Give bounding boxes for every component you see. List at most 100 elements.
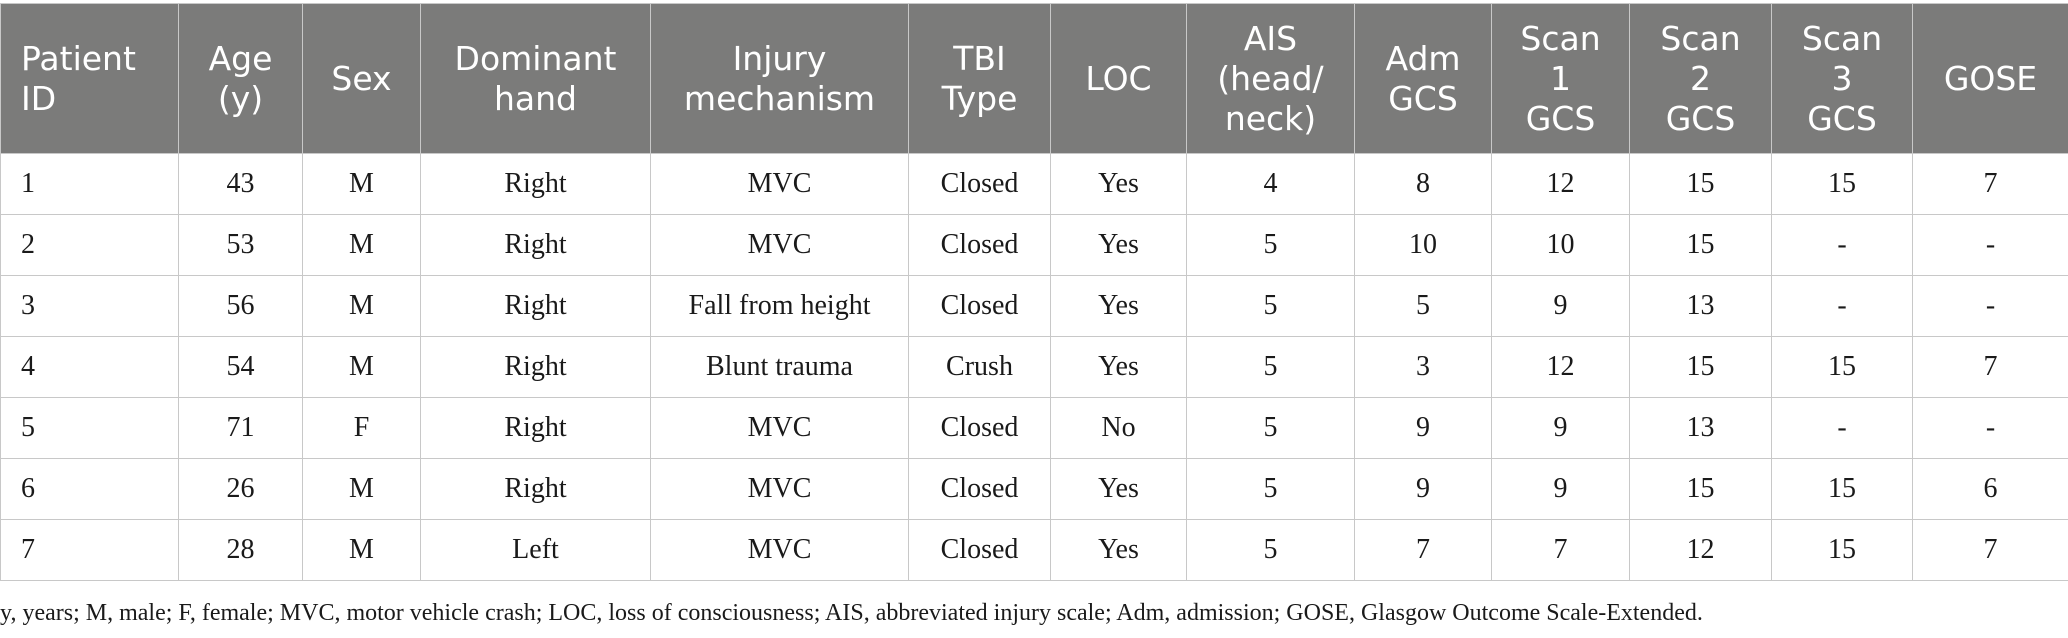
table-footnote: y, years; M, male; F, female; MVC, motor…	[0, 600, 1703, 626]
table-cell: Right	[420, 397, 651, 459]
table-cell: MVC	[650, 519, 909, 581]
table-cell: 5	[0, 397, 179, 459]
table-cell: 15	[1629, 458, 1772, 520]
col-header-scan3-gcs: Scan 3 GCS	[1771, 3, 1913, 154]
table-cell: 7	[1912, 519, 2068, 581]
table-cell: -	[1912, 397, 2068, 459]
table-cell: M	[302, 214, 421, 276]
table-cell: 26	[178, 458, 303, 520]
col-header-gose: GOSE	[1912, 3, 2068, 154]
table-cell: Yes	[1050, 214, 1187, 276]
table-cell: 2	[0, 214, 179, 276]
table-cell: MVC	[650, 153, 909, 215]
table-cell: M	[302, 519, 421, 581]
table-cell: 9	[1491, 275, 1630, 337]
table-cell: 9	[1491, 397, 1630, 459]
table-cell: 5	[1186, 397, 1355, 459]
table-cell: Closed	[908, 458, 1051, 520]
table-cell: 5	[1186, 458, 1355, 520]
table-cell: 9	[1354, 458, 1492, 520]
table-header: Patient ID Age (y) Sex Dominant hand Inj…	[0, 3, 2068, 154]
table-cell: Yes	[1050, 153, 1187, 215]
table-cell: 5	[1354, 275, 1492, 337]
table-cell: 7	[1912, 336, 2068, 398]
table-cell: Yes	[1050, 336, 1187, 398]
table-cell: 15	[1629, 214, 1772, 276]
table-cell: -	[1771, 275, 1913, 337]
table-cell: -	[1912, 214, 2068, 276]
table-cell: 4	[0, 336, 179, 398]
table-cell: M	[302, 336, 421, 398]
table-cell: M	[302, 458, 421, 520]
table-cell: 15	[1629, 153, 1772, 215]
table-cell: Right	[420, 214, 651, 276]
patient-table: Patient ID Age (y) Sex Dominant hand Inj…	[0, 3, 2068, 581]
table-cell: 8	[1354, 153, 1492, 215]
table-cell: No	[1050, 397, 1187, 459]
table-cell: Yes	[1050, 519, 1187, 581]
col-header-scan1-gcs: Scan 1 GCS	[1491, 3, 1630, 154]
table-cell: 10	[1491, 214, 1630, 276]
table-cell: 5	[1186, 336, 1355, 398]
table-cell: 7	[0, 519, 179, 581]
table-cell: 71	[178, 397, 303, 459]
table-cell: 15	[1771, 519, 1913, 581]
table-cell: 3	[1354, 336, 1492, 398]
table-cell: 28	[178, 519, 303, 581]
table-cell: MVC	[650, 214, 909, 276]
table-cell: Crush	[908, 336, 1051, 398]
table-cell: Fall from height	[650, 275, 909, 337]
table-cell: Right	[420, 458, 651, 520]
col-header-ais: AIS (head/ neck)	[1186, 3, 1355, 154]
table-cell: 54	[178, 336, 303, 398]
table-cell: Right	[420, 153, 651, 215]
table-cell: Yes	[1050, 458, 1187, 520]
table-cell: F	[302, 397, 421, 459]
table-cell: MVC	[650, 397, 909, 459]
table-cell: 7	[1912, 153, 2068, 215]
table-cell: Blunt trauma	[650, 336, 909, 398]
col-header-dominant-hand: Dominant hand	[420, 3, 651, 154]
table-cell: 7	[1491, 519, 1630, 581]
table-cell: 12	[1629, 519, 1772, 581]
table-cell: M	[302, 153, 421, 215]
col-header-scan2-gcs: Scan 2 GCS	[1629, 3, 1772, 154]
table-cell: M	[302, 275, 421, 337]
table-cell: MVC	[650, 458, 909, 520]
table-cell: 13	[1629, 397, 1772, 459]
table-cell: 10	[1354, 214, 1492, 276]
table-cell: Closed	[908, 214, 1051, 276]
table-cell: 9	[1354, 397, 1492, 459]
table-cell: 15	[1771, 336, 1913, 398]
table-cell: 4	[1186, 153, 1355, 215]
table-cell: -	[1771, 397, 1913, 459]
table-cell: Yes	[1050, 275, 1187, 337]
col-header-sex: Sex	[302, 3, 421, 154]
table-cell: 12	[1491, 153, 1630, 215]
col-header-injury-mechanism: Injury mechanism	[650, 3, 909, 154]
table-cell: -	[1771, 214, 1913, 276]
table-cell: Closed	[908, 275, 1051, 337]
table-cell: Right	[420, 275, 651, 337]
table-cell: 15	[1629, 336, 1772, 398]
table-cell: 6	[1912, 458, 2068, 520]
table-cell: 13	[1629, 275, 1772, 337]
table-cell: Left	[420, 519, 651, 581]
table-cell: 15	[1771, 458, 1913, 520]
table-cell: Closed	[908, 397, 1051, 459]
header-row: Patient ID Age (y) Sex Dominant hand Inj…	[0, 3, 2068, 154]
col-header-loc: LOC	[1050, 3, 1187, 154]
table-cell: 9	[1491, 458, 1630, 520]
col-header-tbi-type: TBI Type	[908, 3, 1051, 154]
table-cell: 5	[1186, 214, 1355, 276]
table-cell: Closed	[908, 153, 1051, 215]
table-cell: 12	[1491, 336, 1630, 398]
